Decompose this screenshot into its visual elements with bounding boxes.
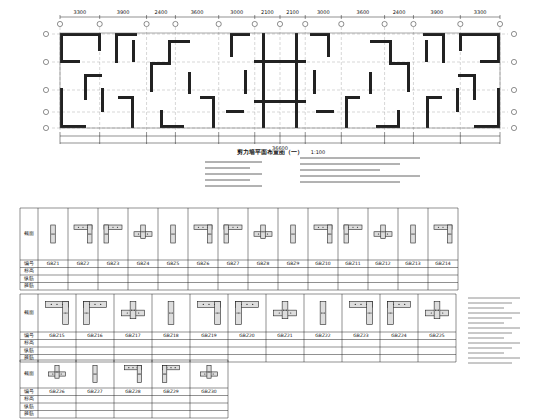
table-cell: GBZ15 bbox=[49, 334, 64, 339]
section-sketch bbox=[254, 225, 272, 239]
section-sketch bbox=[84, 302, 107, 325]
section-sketch bbox=[163, 366, 180, 383]
dimension: 3000 bbox=[230, 10, 243, 15]
dimension: 2100 bbox=[261, 10, 274, 15]
section-sketch bbox=[125, 366, 142, 383]
plan bbox=[43, 15, 516, 144]
section-sketch bbox=[374, 225, 392, 239]
section-sketch bbox=[201, 366, 218, 379]
section-sketch bbox=[168, 302, 174, 325]
section-sketch bbox=[411, 225, 416, 243]
dimension: 3300 bbox=[73, 10, 86, 15]
table-cell: 箍筋 bbox=[24, 284, 34, 289]
table-cell: GBZ7 bbox=[227, 262, 240, 267]
section-sketch bbox=[434, 225, 452, 243]
dimension: 3000 bbox=[317, 10, 330, 15]
section-sketch bbox=[104, 225, 122, 243]
table-cell: GBZ13 bbox=[405, 262, 420, 267]
table-cell: GBZ10 bbox=[315, 262, 330, 267]
section-sketch bbox=[291, 225, 296, 243]
table-cell: 截面 bbox=[24, 372, 34, 377]
table-cell: GBZ26 bbox=[49, 390, 64, 395]
table-cell: GBZ11 bbox=[345, 262, 360, 267]
section-sketch bbox=[314, 225, 332, 243]
section-sketch bbox=[198, 302, 221, 325]
dimension: 2400 bbox=[393, 10, 406, 15]
column-table bbox=[20, 208, 458, 418]
table-cell: GBZ16 bbox=[87, 334, 102, 339]
table-cell: GBZ4 bbox=[137, 262, 150, 267]
dimension: 36600 bbox=[271, 146, 289, 151]
table-cell: GBZ29 bbox=[163, 390, 178, 395]
section-sketch bbox=[388, 302, 411, 325]
section-sketch bbox=[224, 225, 242, 243]
table-cell: GBZ22 bbox=[315, 334, 330, 339]
table-cell: GBZ18 bbox=[163, 334, 178, 339]
table-cell: 纵筋 bbox=[24, 277, 34, 282]
table-cell: GBZ3 bbox=[107, 262, 120, 267]
table-cell: GBZ21 bbox=[277, 334, 292, 339]
section-sketch bbox=[93, 366, 97, 383]
dimension: 2100 bbox=[286, 10, 299, 15]
table-cell: 箍筋 bbox=[24, 412, 34, 417]
section-sketch bbox=[236, 302, 259, 325]
table-cell: 纵筋 bbox=[24, 405, 34, 410]
table-cell: GBZ28 bbox=[125, 390, 140, 395]
table-cell: GBZ17 bbox=[125, 334, 140, 339]
section-sketch bbox=[134, 225, 152, 239]
table-cell: GBZ20 bbox=[239, 334, 254, 339]
section-sketch bbox=[426, 302, 449, 319]
section-sketch bbox=[320, 302, 326, 325]
table-cell: GBZ2 bbox=[77, 262, 90, 267]
dimension: 3600 bbox=[191, 10, 204, 15]
table-cell: 标高 bbox=[24, 341, 34, 346]
section-sketch bbox=[274, 302, 297, 319]
section-sketch bbox=[46, 302, 69, 325]
section-sketch bbox=[74, 225, 92, 243]
table-cell: 纵筋 bbox=[24, 349, 34, 354]
dimension: 3900 bbox=[117, 10, 130, 15]
table-cell: 编号 bbox=[24, 334, 34, 339]
dimension: 3600 bbox=[357, 10, 370, 15]
section-sketch bbox=[171, 225, 176, 243]
table-cell: GBZ8 bbox=[257, 262, 270, 267]
scale-note: 1:100 bbox=[311, 150, 325, 155]
section-sketch bbox=[49, 366, 66, 379]
table-cell: 截面 bbox=[24, 232, 34, 237]
section-sketch bbox=[344, 225, 362, 243]
table-cell: GBZ30 bbox=[201, 390, 216, 395]
table-cell: GBZ9 bbox=[287, 262, 300, 267]
section-sketch bbox=[350, 302, 373, 325]
table-cell: 标高 bbox=[24, 269, 34, 274]
table-cell: GBZ12 bbox=[375, 262, 390, 267]
table-cell: GBZ25 bbox=[429, 334, 444, 339]
section-sketch bbox=[51, 225, 56, 243]
table-cell: GBZ24 bbox=[391, 334, 406, 339]
table-cell: 编号 bbox=[24, 390, 34, 395]
dimension: 2400 bbox=[155, 10, 168, 15]
section-sketch bbox=[122, 302, 145, 319]
drawing-title: 剪力墙平面布置图（一） bbox=[237, 149, 303, 155]
table-cell: 箍筋 bbox=[24, 356, 34, 361]
table-cell: GBZ27 bbox=[87, 390, 102, 395]
table-cell: GBZ5 bbox=[167, 262, 180, 267]
table-cell: GBZ19 bbox=[201, 334, 216, 339]
section-sketch bbox=[194, 225, 212, 243]
table-cell: 截面 bbox=[24, 311, 34, 316]
table-cell: 标高 bbox=[24, 397, 34, 402]
table-cell: GBZ1 bbox=[47, 262, 60, 267]
table-cell: GBZ23 bbox=[353, 334, 368, 339]
table-cell: GBZ14 bbox=[435, 262, 450, 267]
dimension: 3900 bbox=[431, 10, 444, 15]
dimension: 3300 bbox=[474, 10, 487, 15]
table-cell: GBZ6 bbox=[197, 262, 210, 267]
table-cell: 编号 bbox=[24, 262, 34, 267]
